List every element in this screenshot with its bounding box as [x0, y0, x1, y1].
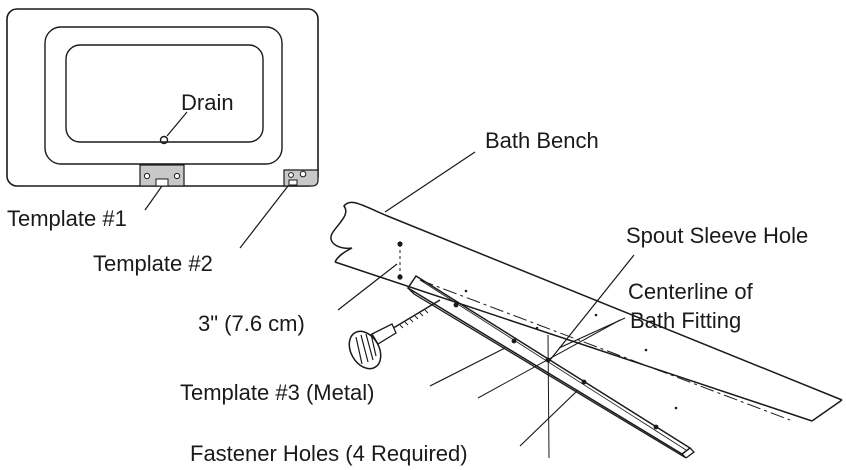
fastener-holes-leader — [519, 389, 579, 447]
template-2-label: Template #2 — [93, 251, 213, 276]
layout-marks — [337, 241, 791, 459]
drain-leader — [166, 111, 188, 137]
bath-outer-rim — [6, 8, 319, 187]
fastener-hole-1 — [453, 302, 459, 308]
bath-bench-label: Bath Bench — [485, 128, 599, 153]
template-3-strip — [406, 274, 695, 459]
template-1-leader — [144, 185, 163, 211]
template-2-plate — [283, 169, 319, 187]
spout-sleeve-leader — [549, 254, 635, 361]
drain-label: Drain — [181, 90, 234, 115]
bath-bench — [330, 151, 843, 422]
template-1-label: Template #1 — [7, 206, 127, 231]
bath-inner-rim — [44, 26, 283, 165]
template-1-plate — [139, 164, 185, 187]
drill-icon — [348, 299, 441, 370]
fastener-hole-3 — [545, 357, 551, 363]
centerline-leader — [558, 317, 626, 349]
centerline-label-line-1: Centerline of — [628, 279, 754, 304]
drain-icon — [159, 135, 169, 145]
fastener-hole-5 — [653, 424, 659, 430]
spout-sleeve-hole-label: Spout Sleeve Hole — [626, 223, 808, 248]
distance-label: 3" (7.6 cm) — [198, 311, 305, 336]
centerline — [419, 279, 791, 421]
centerline-label-line-2: Bath Fitting — [630, 308, 741, 333]
bath-basin — [65, 44, 264, 143]
fastener-hole-2 — [511, 338, 517, 344]
bath-bench-leader — [384, 151, 476, 213]
bath-top-view — [6, 8, 319, 249]
template-3-label: Template #3 (Metal) — [180, 380, 374, 405]
template-3-leader — [429, 347, 506, 387]
distance-leader — [337, 263, 398, 311]
fastener-hole-4 — [581, 379, 587, 385]
fastener-holes-label: Fastener Holes (4 Required) — [190, 441, 468, 466]
template-2-leader — [239, 185, 289, 249]
